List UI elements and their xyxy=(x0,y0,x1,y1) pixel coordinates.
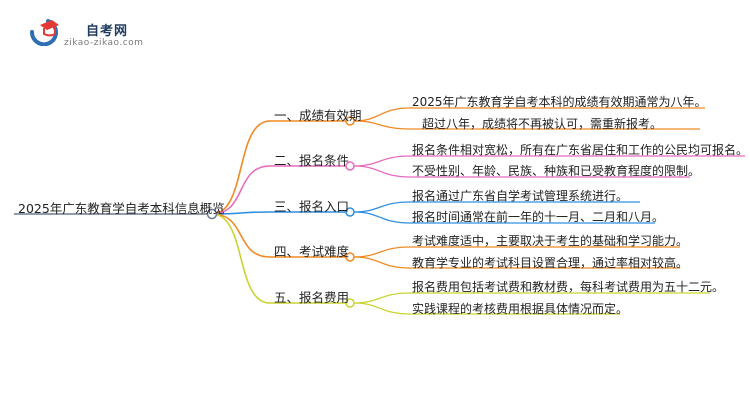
root-branch-curve xyxy=(211,213,271,304)
branch-label-fees: 五、报名费用 xyxy=(274,290,350,305)
leaf-curve xyxy=(353,120,411,130)
branch-node-dot xyxy=(345,207,355,217)
logo-url: zikao-zikao.com xyxy=(64,38,144,48)
difficulty-item-1: 考试难度适中，主要取决于考生的基础和学习能力。 xyxy=(412,234,689,248)
root-branch-curve xyxy=(211,213,271,258)
leaf-curve xyxy=(353,211,411,224)
fees-item-1: 报名费用包括考试费和教材费，每科考试费用为五十二元。 xyxy=(412,280,725,294)
leaf-curve xyxy=(353,302,411,315)
eligibility-item-2: 不受性别、年龄、民族、种族和已受教育程度的限制。 xyxy=(412,164,701,178)
validity-item-1: 2025年广东教育学自考本科的成绩有效期通常为八年。 xyxy=(412,95,707,109)
root-branch-curve xyxy=(211,165,271,215)
entry-item-1: 报名通过广东省自学考试管理系统进行。 xyxy=(412,189,629,203)
branch-node-dot xyxy=(345,298,355,308)
eligibility-item-1: 报名条件相对宽松，所有在广东省居住和工作的公民均可报名。 xyxy=(412,143,749,157)
difficulty-item-2: 教育学专业的考试科目设置合理，通过率相对较高。 xyxy=(412,256,689,270)
logo-title: 自考网 xyxy=(86,24,129,39)
branch-node-dot xyxy=(345,252,355,262)
validity-item-2: 超过八年，成绩将不再被认可，需重新报考。 xyxy=(422,117,663,131)
leaf-curve xyxy=(353,256,411,269)
branch-label-eligibility: 二、报名条件 xyxy=(274,153,350,168)
leaf-curve xyxy=(353,246,411,258)
leaf-curve xyxy=(353,155,411,167)
graduation-cap-icon xyxy=(29,19,59,46)
root-branch-curve xyxy=(211,211,271,215)
branch-node-dot xyxy=(345,161,355,171)
branch-label-difficulty: 四、考试难度 xyxy=(274,244,350,259)
root-branch-curve xyxy=(211,120,271,215)
branch-label-entry: 三、报名入口 xyxy=(274,199,350,214)
leaf-curve xyxy=(353,165,411,178)
root-node-label: 2025年广东教育学自考本科信息概览 xyxy=(18,201,225,216)
fees-item-2: 实践课程的考核费用根据具体情况而定。 xyxy=(412,302,629,316)
entry-item-2: 报名时间通常在前一年的十一月、二月和八月。 xyxy=(412,210,665,224)
leaf-curve xyxy=(353,201,411,213)
leaf-curve xyxy=(353,292,411,304)
branch-label-validity: 一、成绩有效期 xyxy=(274,108,362,123)
root-node-dot xyxy=(206,208,218,220)
branch-node-dot xyxy=(345,116,355,126)
site-logo[interactable]: 自考网 zikao-zikao.com xyxy=(28,14,178,54)
leaf-curve xyxy=(353,107,411,122)
